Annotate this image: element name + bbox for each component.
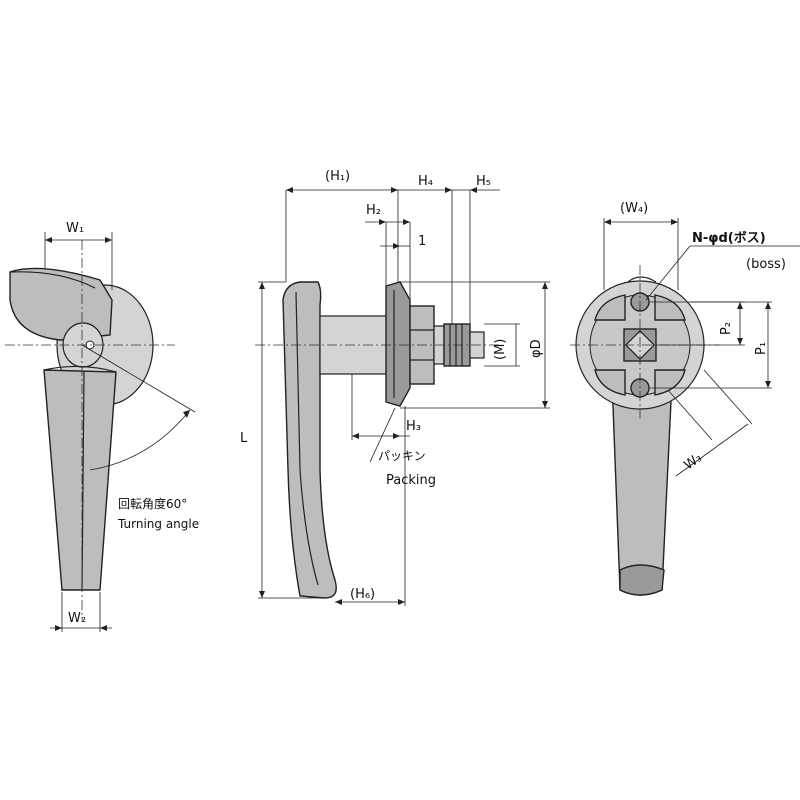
label-packing-en: Packing: [386, 473, 436, 488]
label-turn-jp: 回転角度60°: [118, 496, 187, 511]
left-cam-edge: [9, 271, 96, 289]
p2-arrow-bottom: [737, 338, 743, 345]
slot-top-left: [594, 294, 626, 321]
packing-leader: [369, 407, 396, 463]
w3-dim-line: [675, 423, 749, 477]
label-packing-jp: パッキン: [378, 449, 426, 463]
slot-bottom-left: [594, 369, 626, 396]
label-h5: H₅: [476, 174, 491, 189]
turn-angle-line: [81, 344, 196, 413]
label-p1: P₁: [754, 342, 769, 355]
label-h4: H₄: [418, 174, 433, 189]
label-l: L: [240, 431, 248, 446]
label-boss-en: (boss): [746, 257, 786, 272]
label-p2: P₂: [719, 322, 734, 335]
h2-arrow-right: [403, 219, 410, 225]
h4-arrow-right: [445, 187, 452, 193]
phid-arrow-bottom: [542, 401, 548, 408]
label-boss-jp: N-φd(ボス): [692, 230, 766, 246]
h1-arrow-left: [286, 187, 293, 193]
label-w4: (W₄): [620, 201, 648, 216]
one-arrow: [393, 243, 400, 249]
left-cam-top: [9, 267, 113, 341]
h6-arrow-right: [398, 599, 405, 605]
right-lever-tip: [619, 564, 665, 596]
w4-arrow-left: [604, 219, 611, 225]
left-lever: [43, 369, 117, 591]
h6-arrow-left: [335, 599, 342, 605]
middle-view: [255, 187, 550, 606]
label-w1: W₁: [66, 221, 84, 236]
turn-angle-arc: [89, 409, 191, 471]
left-lever-top-edge: [43, 365, 117, 373]
h3-arrow-right: [393, 433, 400, 439]
w1-arrow-left: [45, 237, 52, 243]
p1-arrow-bottom: [765, 381, 771, 388]
label-w2: W₂: [68, 611, 86, 626]
h1-arrow-right: [391, 187, 398, 193]
right-view: [570, 218, 800, 596]
label-h2: H₂: [366, 203, 381, 218]
p2-arrow-top: [737, 302, 743, 309]
h3-arrow-left: [352, 433, 359, 439]
l-arrow-bottom: [259, 591, 265, 598]
w4-arrow-right: [671, 219, 678, 225]
w1-arrow-right: [105, 237, 112, 243]
w2-arrow-left: [55, 625, 62, 631]
label-turn-en: Turning angle: [117, 517, 199, 531]
label-h1: (H₁): [325, 169, 350, 184]
w3-ext: [703, 369, 753, 425]
handle-inner-edge: [295, 291, 319, 586]
h5-arrow-right: [470, 187, 477, 193]
turn-angle-arrow: [183, 410, 190, 418]
left-view: [5, 232, 196, 632]
label-one: 1: [418, 234, 426, 249]
h2-arrow-left: [379, 219, 386, 225]
w3-ext-2: [667, 389, 713, 441]
right-top-cap: [627, 276, 657, 283]
boss-leader: [645, 245, 691, 301]
l-arrow-top: [259, 282, 265, 289]
slot-bottom-right: [654, 369, 686, 396]
label-h3: H₃: [406, 419, 421, 434]
w2-arrow-right: [100, 625, 107, 631]
p1-arrow-top: [765, 302, 771, 309]
flange: [385, 281, 411, 407]
label-m: (M): [493, 339, 508, 360]
handle-body: [282, 281, 337, 599]
slot-top-right: [654, 294, 686, 321]
label-phi-d: φD: [529, 339, 544, 358]
right-lever: [611, 379, 673, 596]
label-h6: (H₆): [350, 587, 375, 602]
phid-arrow-top: [542, 282, 548, 289]
